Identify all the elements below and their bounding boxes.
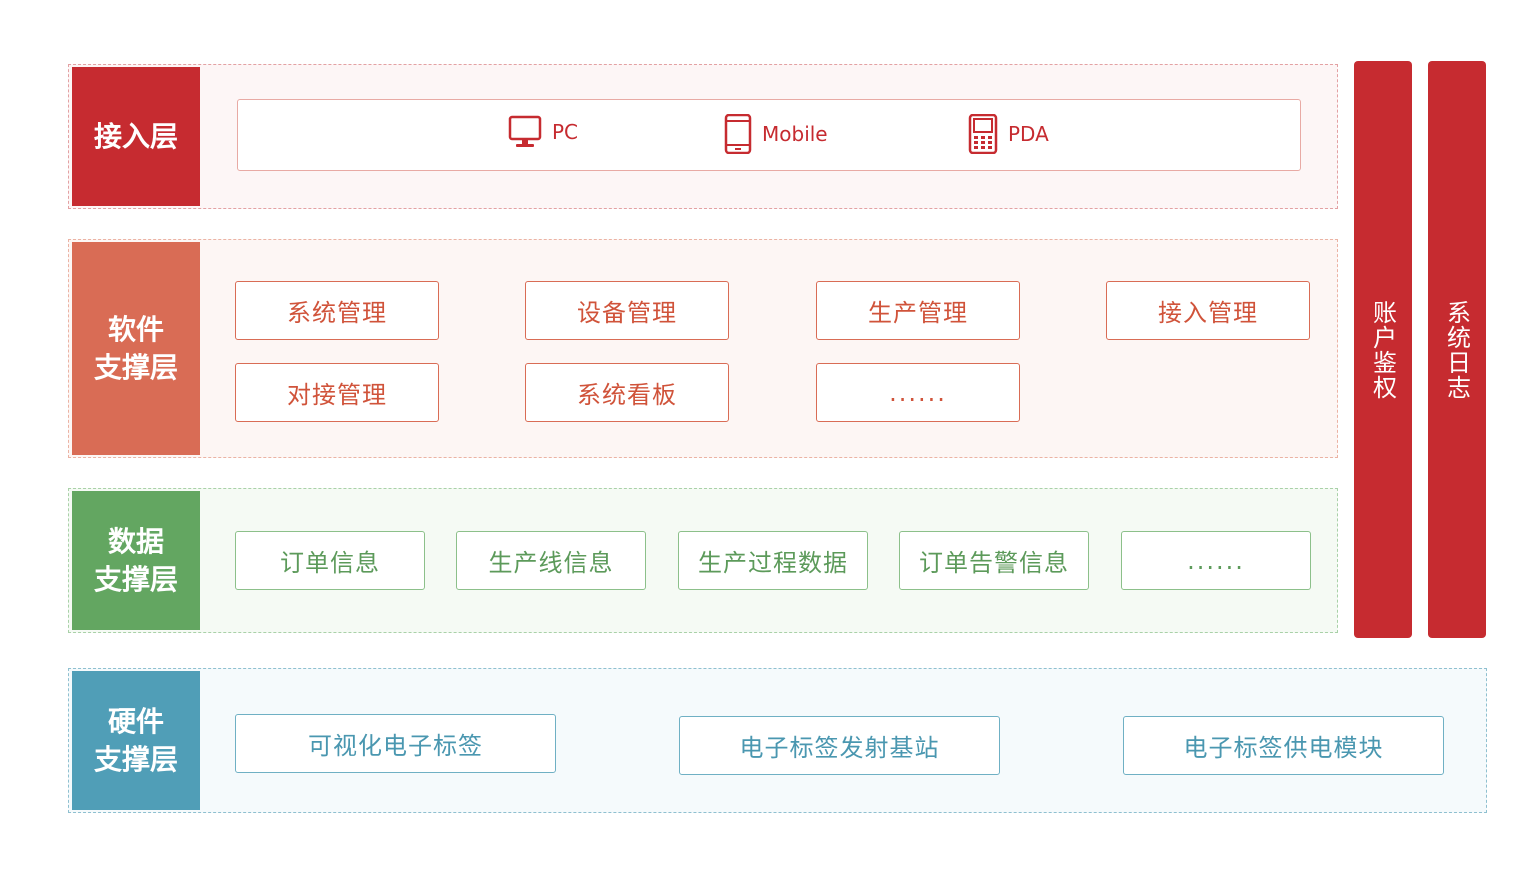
data-production-line-info: 生产线信息 — [456, 531, 646, 590]
device-pc: PC — [508, 114, 578, 150]
device-label-mobile: Mobile — [762, 122, 828, 146]
module-integration-management: 对接管理 — [235, 363, 439, 422]
module-system-management: 系统管理 — [235, 281, 439, 340]
device-label-pc: PC — [552, 120, 579, 144]
data-layer-label: 数据 支撑层 — [72, 491, 200, 630]
module-device-management: 设备管理 — [525, 281, 729, 340]
hardware-visual-e-label: 可视化电子标签 — [235, 714, 556, 773]
device-pda: PDA — [968, 114, 1049, 154]
data-more: ...... — [1121, 531, 1311, 590]
data-production-process: 生产过程数据 — [678, 531, 868, 590]
access-layer-label: 接入层 — [72, 67, 200, 206]
module-access-management: 接入管理 — [1106, 281, 1310, 340]
hardware-support-layer: 硬件 支撑层 可视化电子标签 电子标签发射基站 电子标签供电模块 — [68, 668, 1487, 813]
device-mobile: Mobile — [724, 114, 828, 154]
data-support-layer: 数据 支撑层 订单信息 生产线信息 生产过程数据 订单告警信息 ...... — [68, 488, 1338, 633]
module-system-dashboard: 系统看板 — [525, 363, 729, 422]
hardware-e-label-base-station: 电子标签发射基站 — [679, 716, 1000, 775]
monitor-icon — [508, 114, 542, 150]
module-production-management: 生产管理 — [816, 281, 1020, 340]
side-bar-system-log: 系统日志 — [1428, 61, 1486, 638]
side-bar-system-log-label: 系统日志 — [1442, 299, 1471, 400]
pda-icon — [968, 114, 998, 154]
hardware-e-label-power-module: 电子标签供电模块 — [1123, 716, 1444, 775]
software-support-layer: 软件 支撑层 系统管理 设备管理 生产管理 接入管理 对接管理 系统看板 ...… — [68, 239, 1338, 458]
device-label-pda: PDA — [1008, 122, 1049, 146]
side-bar-account-auth: 账户鉴权 — [1354, 61, 1412, 638]
data-order-info: 订单信息 — [235, 531, 425, 590]
mobile-icon — [724, 114, 752, 154]
data-order-alerts: 订单告警信息 — [899, 531, 1089, 590]
access-layer: 接入层 PC Mobile — [68, 64, 1338, 209]
hardware-layer-label: 硬件 支撑层 — [72, 671, 200, 810]
side-bar-account-auth-label: 账户鉴权 — [1368, 299, 1397, 400]
module-more: ...... — [816, 363, 1020, 422]
software-layer-label: 软件 支撑层 — [72, 242, 200, 455]
access-device-panel: PC Mobile — [237, 99, 1301, 171]
